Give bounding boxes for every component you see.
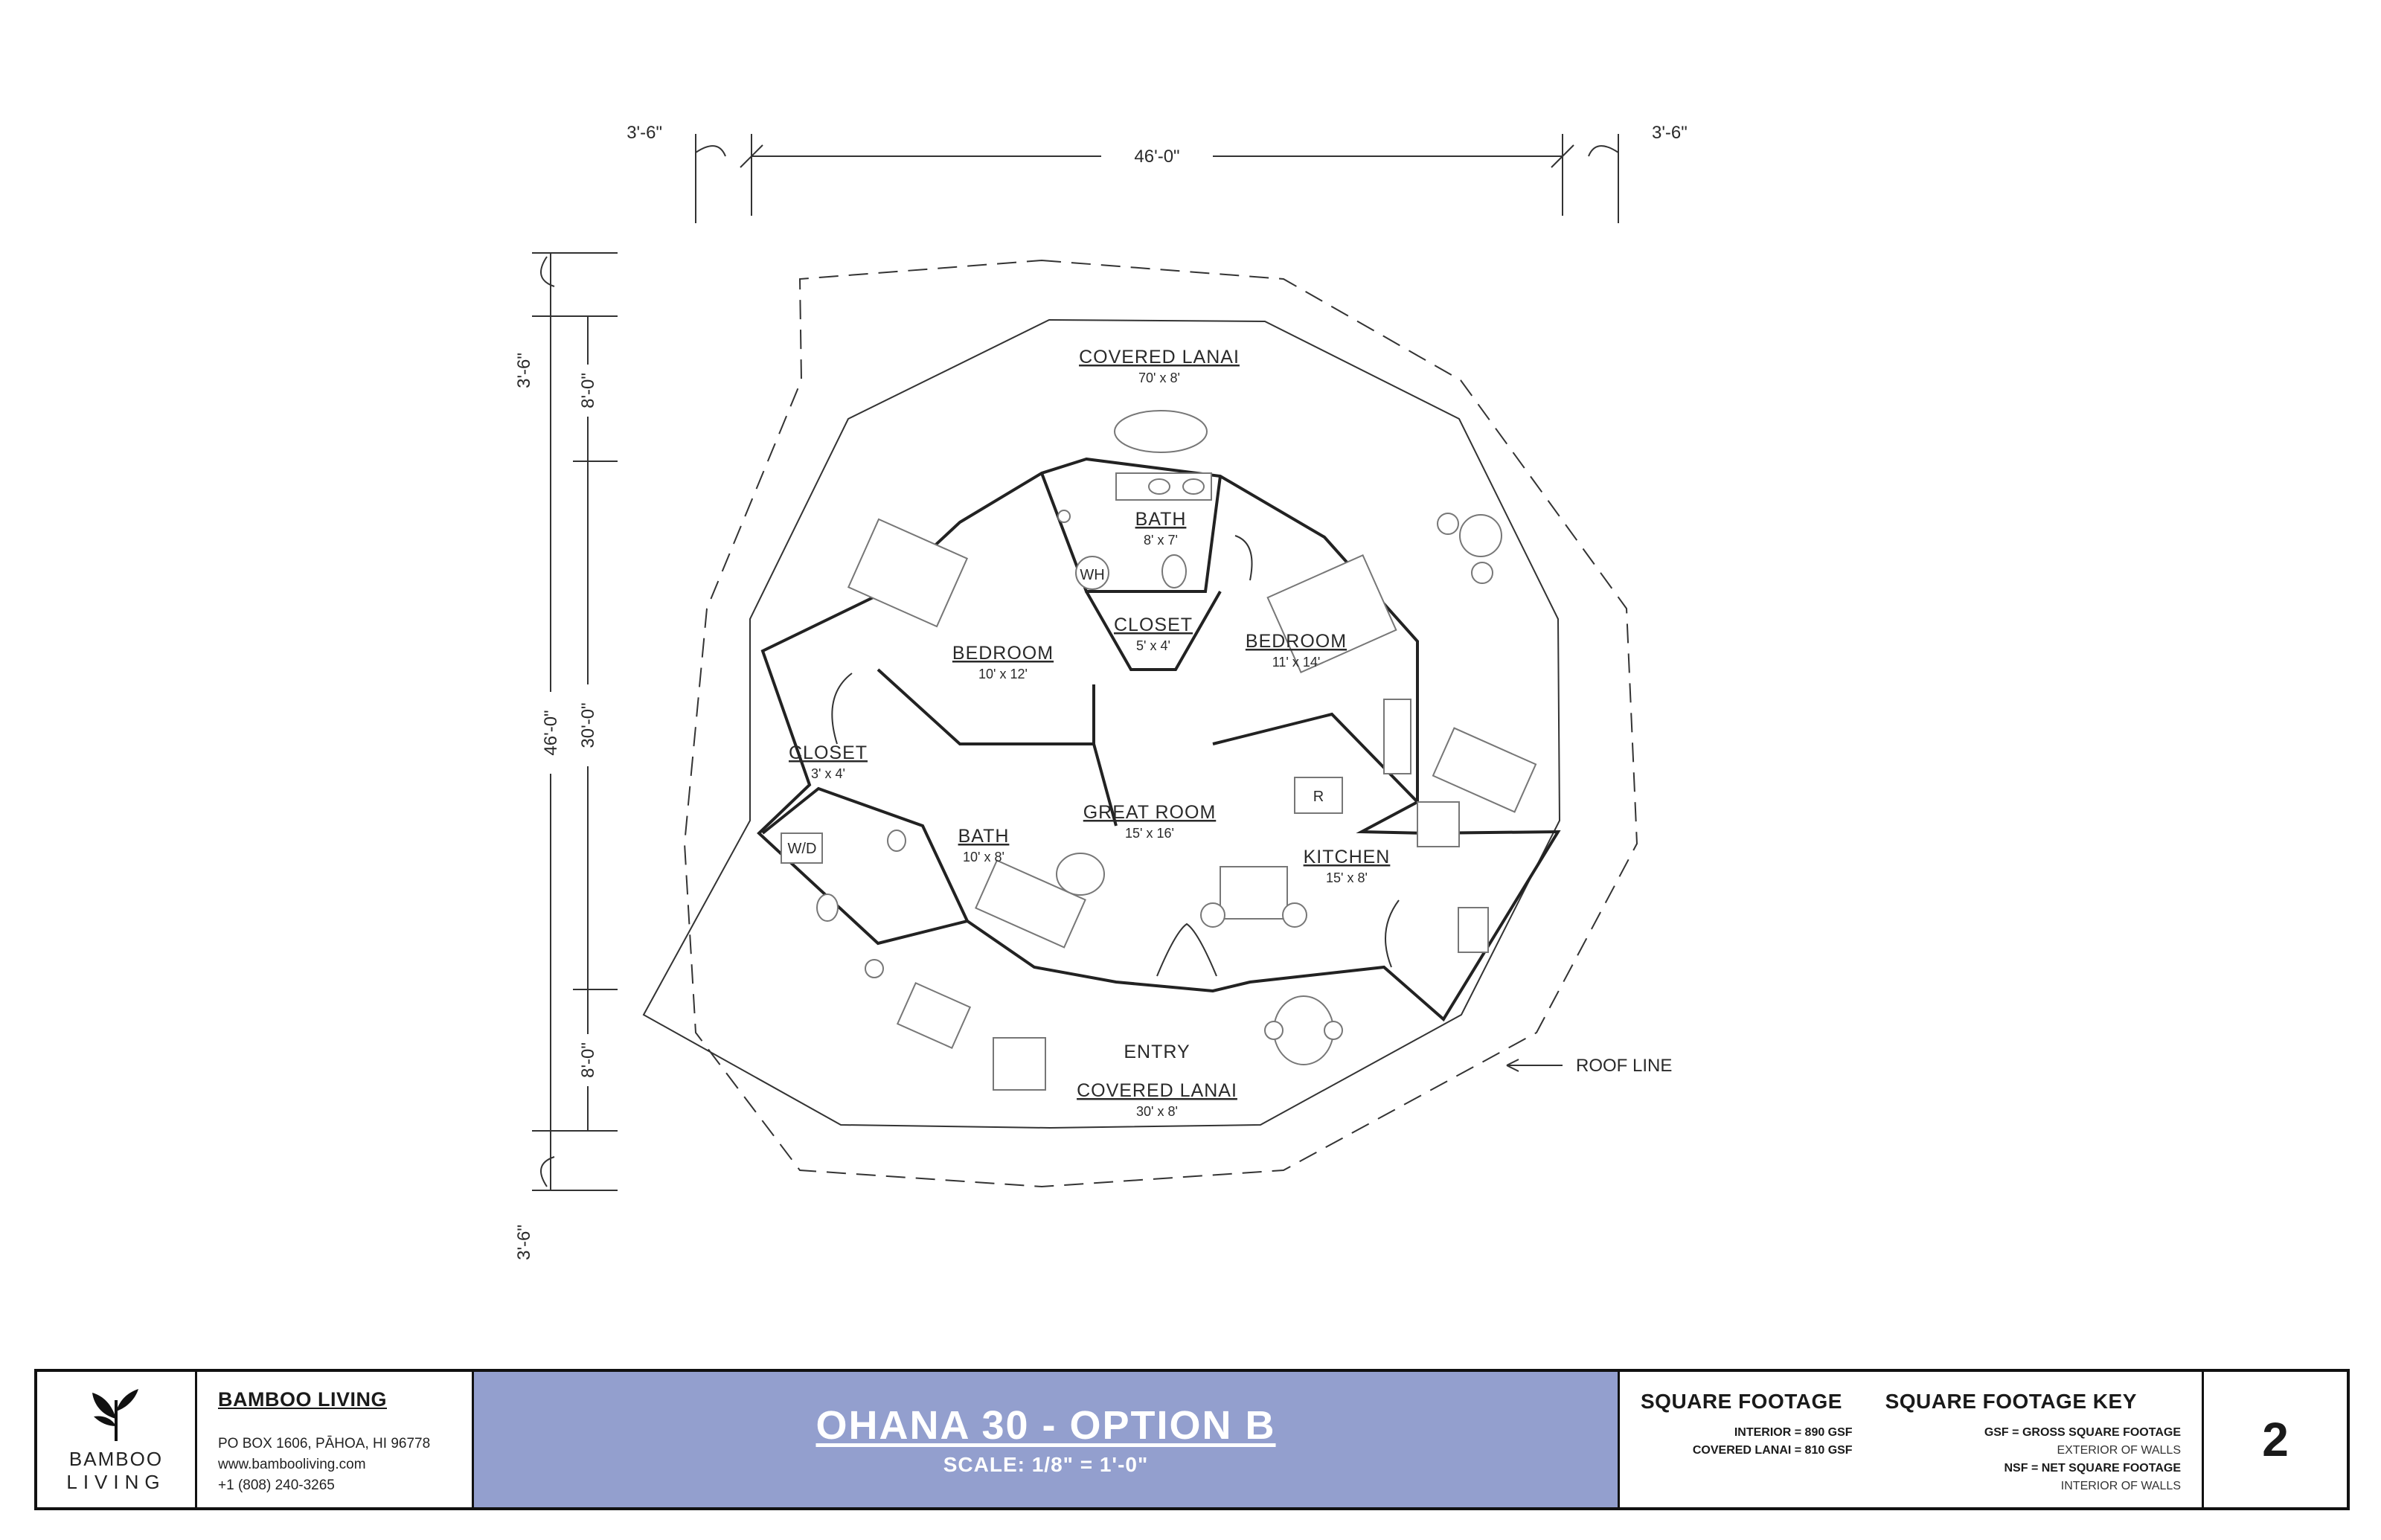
top-overall-dim: 46'-0" [1134,147,1179,167]
lanai-bottom-size: 30' x 8' [1136,1104,1178,1119]
gsf-description: EXTERIOR OF WALLS [2057,1444,2181,1457]
left-lanai-bottom-dim: 8'-0" [578,1042,598,1078]
drawing-scale: SCALE: 1/8" = 1'-0" [943,1453,1149,1476]
roof-line-callout: ROOF LINE [1506,1056,1672,1076]
lanai-bottom-name: COVERED LANAI [1077,1080,1237,1101]
square-footage-section: SQUARE FOOTAGE INTERIOR = 890 GSF COVERE… [1620,1372,2204,1507]
top-overhang-right-dim: 3'-6" [1652,123,1688,143]
water-heater-label: WH [1080,567,1104,583]
great-room-size: 15' x 16' [1125,826,1174,841]
logo-word-living: LIVING [66,1471,166,1493]
floor-plan: WH W/D R COVERED LANAI 70' x 8' BATH 8' … [514,123,1688,1260]
square-footage-key-column: SQUARE FOOTAGE KEY GSF = GROSS SQUARE FO… [1885,1390,2181,1507]
kitchen-name: KITCHEN [1304,847,1391,867]
sheet-number: 2 [2262,1413,2289,1466]
square-footage-column: SQUARE FOOTAGE INTERIOR = 890 GSF COVERE… [1641,1390,1853,1507]
top-dimension: 46'-0" 3'-6" 3'-6" [627,123,1688,223]
logo-word-bamboo: BAMBOO [68,1448,164,1470]
bath-upper-size: 8' x 7' [1144,533,1178,548]
square-footage-key-heading: SQUARE FOOTAGE KEY [1885,1390,2137,1413]
top-overhang-left-dim: 3'-6" [627,123,662,143]
refrigerator-label: R [1313,789,1324,805]
bamboo-leaf-icon [92,1389,138,1441]
roof-line [683,259,1638,1188]
company-info: BAMBOO LIVING PO BOX 1606, PĀHOA, HI 967… [197,1372,474,1507]
sheet-number-cell: 2 [2204,1372,2347,1507]
closet-upper-size: 5' x 4' [1136,638,1170,653]
bath-lower-size: 10' x 8' [963,850,1004,864]
left-dimension: 46'-0" 30'-0" 8'-0" 8'-0" 3'-6" 3'-6" [514,252,618,1260]
exterior-wall [757,457,1561,1022]
interior-sqft: INTERIOR = 890 GSF [1734,1426,1853,1439]
furniture [781,410,1537,1091]
gsf-definition: GSF = GROSS SQUARE FOOTAGE [1984,1426,2181,1439]
company-name: BAMBOO LIVING [218,1388,387,1411]
left-interior-dim: 30'-0" [578,702,598,748]
closet-left-size: 3' x 4' [811,766,845,781]
bedroom-right-size: 11' x 14' [1272,655,1321,670]
bedroom-right-name: BEDROOM [1246,631,1347,652]
kitchen-size: 15' x 8' [1326,870,1368,885]
doors [831,535,1400,977]
roof-line-label: ROOF LINE [1576,1056,1672,1076]
bedroom-left-size: 10' x 12' [978,667,1028,681]
drawing-title-band: OHANA 30 - OPTION B SCALE: 1/8" = 1'-0" [474,1372,1620,1507]
company-website: www.bambooliving.com [218,1457,366,1472]
left-lanai-top-dim: 8'-0" [578,373,598,408]
partitions [761,472,1419,922]
left-overhang-top-dim: 3'-6" [514,353,534,388]
bath-lower-name: BATH [958,826,1010,847]
closet-upper-name: CLOSET [1114,615,1193,635]
entry-label: ENTRY [1124,1042,1190,1062]
company-address: PO BOX 1606, PĀHOA, HI 96778 [218,1436,431,1451]
lanai-outline [642,319,1561,1129]
bath-upper-name: BATH [1135,509,1187,530]
drawing-title: OHANA 30 - OPTION B [815,1403,1276,1448]
nsf-description: INTERIOR OF WALLS [2060,1480,2181,1492]
room-labels: COVERED LANAI 70' x 8' BATH 8' x 7' CLOS… [789,347,1391,1119]
lanai-sqft: COVERED LANAI = 810 GSF [1692,1444,1853,1457]
bedroom-left-name: BEDROOM [952,643,1054,664]
washer-dryer-label: W/D [788,841,817,857]
title-block: BAMBOO LIVING BAMBOO LIVING PO BOX 1606,… [34,1369,2350,1510]
nsf-definition: NSF = NET SQUARE FOOTAGE [2004,1462,2182,1475]
company-phone: +1 (808) 240-3265 [218,1478,335,1493]
closet-left-name: CLOSET [789,742,868,763]
left-overall-dim: 46'-0" [541,710,561,755]
logo: BAMBOO LIVING [37,1372,197,1507]
great-room-name: GREAT ROOM [1083,802,1217,823]
left-overhang-bottom-dim: 3'-6" [514,1225,534,1260]
square-footage-heading: SQUARE FOOTAGE [1641,1390,1842,1413]
lanai-top-size: 70' x 8' [1138,370,1180,385]
lanai-top-name: COVERED LANAI [1079,347,1240,368]
